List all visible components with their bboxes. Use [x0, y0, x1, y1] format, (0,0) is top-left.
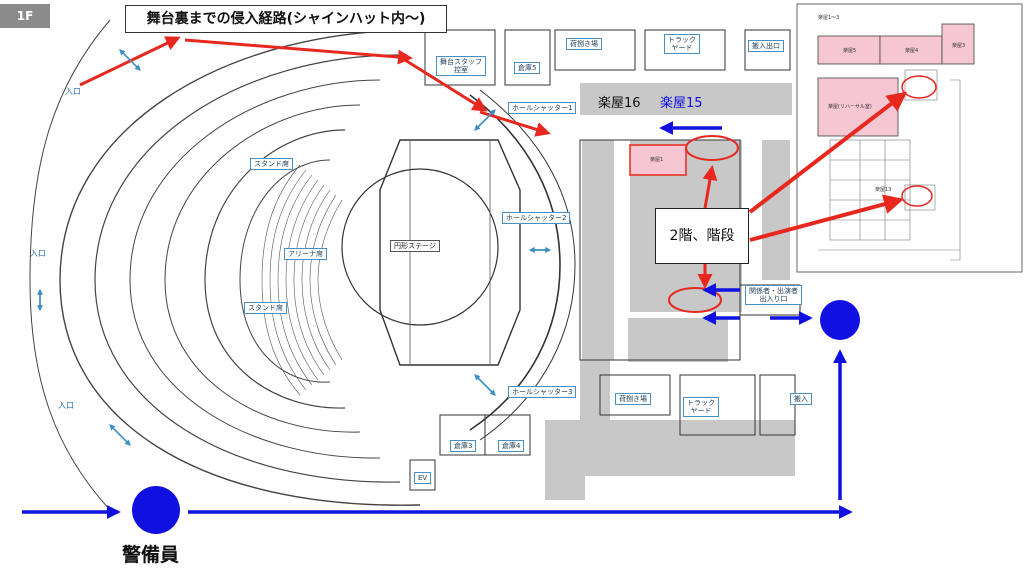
arena-seat-label: アリーナ席	[284, 248, 327, 261]
intrusion-route-red	[79, 36, 908, 289]
inset-room-c: 楽屋3	[952, 43, 966, 49]
gakuya1-room	[629, 144, 687, 176]
guard-marker-main	[132, 486, 180, 534]
storage-3-label: 倉庫3	[450, 440, 477, 453]
stair-circle-bottom	[668, 287, 722, 313]
guard-marker-right	[820, 300, 860, 340]
unloading-bottom-label: 荷捌き場	[615, 393, 651, 406]
gakuya16-label: 楽屋16	[598, 96, 641, 111]
hall-shutter-1-label: ホールシャッター1	[508, 102, 577, 115]
stage-staff-room-label: 舞台スタッフ 控室	[436, 56, 486, 77]
stand-seat-top-label: スタンド席	[250, 158, 293, 171]
loading-bottom-label: 搬入	[790, 393, 812, 406]
gakuya15-label: 楽屋15	[660, 96, 703, 111]
building-outline	[29, 19, 421, 511]
stand-seat-bottom-label: スタンド席	[244, 302, 287, 315]
storage-4-label: 倉庫4	[498, 440, 525, 453]
entrance-label-bottom: 入口	[58, 401, 74, 410]
staff-entrance-label: 関係者・出演者 出入り口	[745, 285, 802, 306]
storage-5-label: 倉庫5	[514, 62, 541, 75]
inset-room-b: 楽屋4	[905, 48, 919, 54]
stair-circle-top	[685, 135, 739, 161]
floor-badge: 1F	[0, 4, 50, 28]
entrance-label-top: 入口	[65, 87, 81, 96]
hall-shutter-3-label: ホールシャッター3	[508, 386, 577, 399]
unloading-top-label: 荷捌き場	[566, 38, 602, 51]
guard-route-blue	[22, 121, 853, 519]
hall-shutter-2-label: ホールシャッター2	[502, 212, 571, 225]
second-floor-stairs-callout: 2階、階段	[655, 208, 749, 264]
guard-label: 警備員	[122, 544, 180, 566]
inset-2f-plan	[792, 0, 1024, 275]
round-stage	[341, 139, 521, 366]
access-arrows	[37, 49, 552, 446]
inset-title: 楽屋1〜3	[818, 15, 840, 21]
inset-room-a: 楽屋5	[843, 48, 857, 54]
route-title: 舞台裏までの侵入経路(シャインハット内〜)	[125, 5, 447, 33]
entrance-label-left: 入口	[30, 249, 46, 258]
truck-yard-bottom-label: トラック ヤード	[683, 397, 719, 418]
loading-exit-label: 搬入出口	[748, 40, 784, 53]
ev-label: EV	[414, 472, 432, 485]
inset-room-d: 楽屋(リハーサル室)	[828, 104, 872, 110]
round-stage-label: 円形ステージ	[390, 240, 440, 253]
arena-seating	[261, 164, 343, 396]
gakuya1-label: 楽屋1	[650, 157, 664, 163]
truck-yard-top-label: トラック ヤード	[664, 34, 700, 55]
inset-room-e: 楽屋13	[875, 187, 892, 193]
